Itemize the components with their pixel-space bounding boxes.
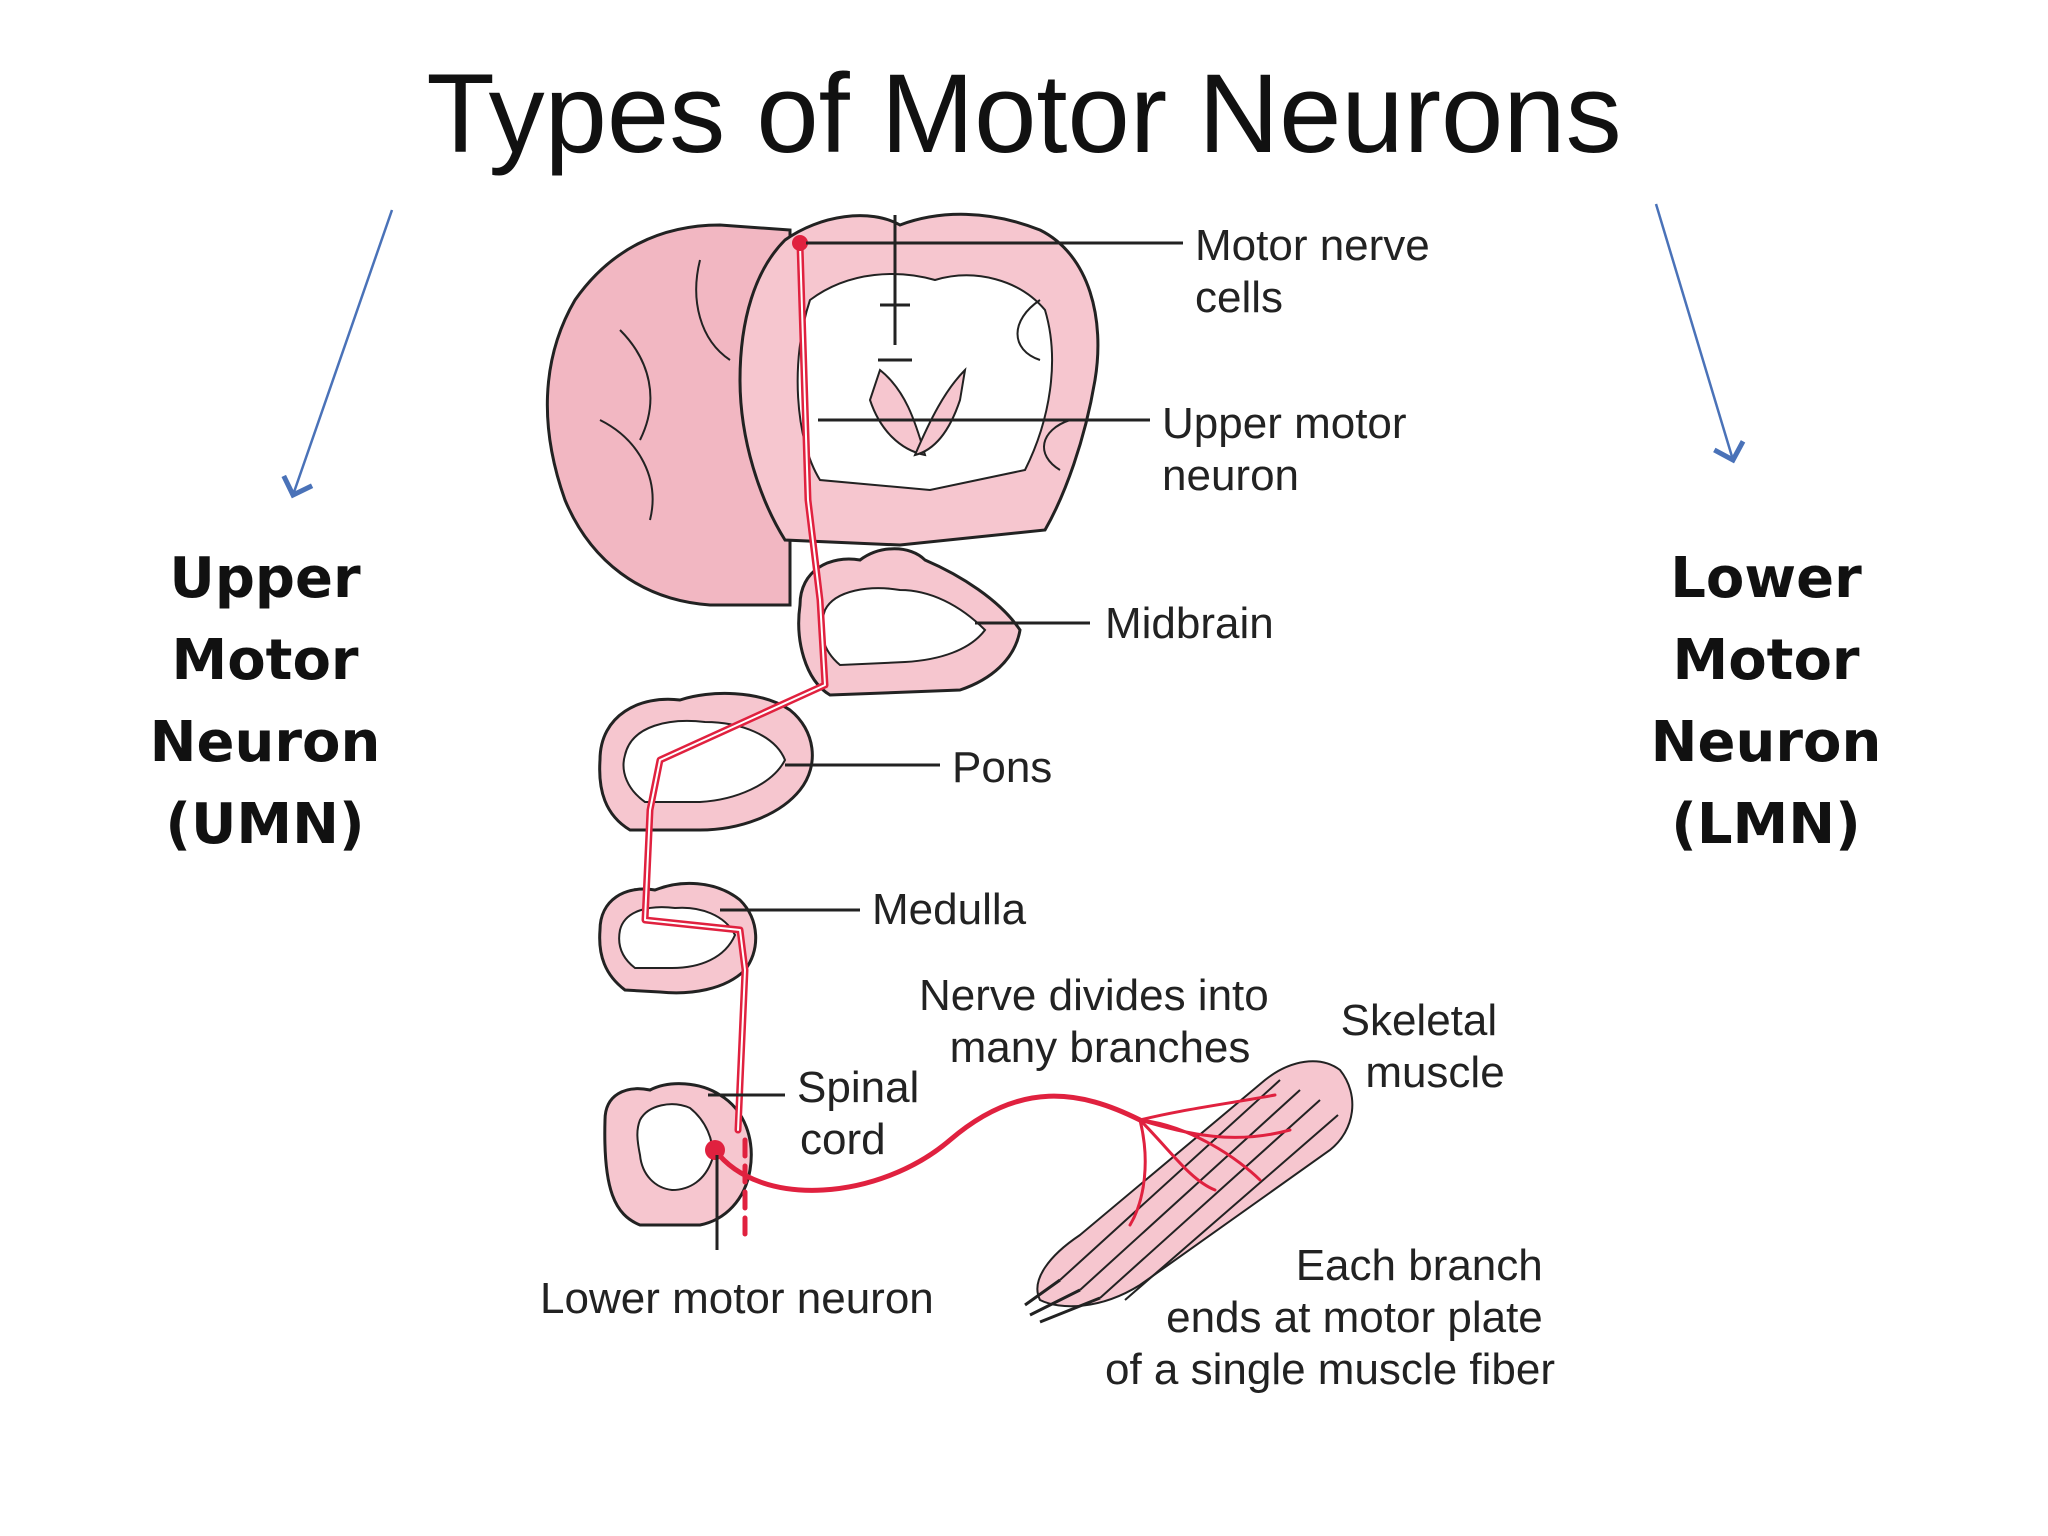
label-spinal-cord: Spinal cord <box>797 1063 932 1164</box>
label-nerve-divides: Nerve divides into many branches <box>919 971 1281 1072</box>
slide-title: Types of Motor Neurons <box>426 51 1622 176</box>
muscle-fiber-2 <box>1079 1089 1301 1291</box>
label-motor-nerve-cells-line-2: cells <box>1195 273 1283 322</box>
label-each-branch-line-1: Each branch <box>1296 1241 1543 1290</box>
label-skeletal-muscle-line-2: muscle <box>1365 1048 1504 1097</box>
label-nerve-divides-line-2: many branches <box>950 1023 1251 1072</box>
ventricle-left <box>868 368 927 457</box>
ventricle-right <box>913 367 967 457</box>
nerve-pathway <box>641 235 1292 1243</box>
lower-motor-neuron-heading: Lower Motor Neuron (LMN) <box>1606 538 1926 866</box>
sulcus-3 <box>695 259 731 361</box>
sulcus-1 <box>619 329 652 441</box>
midbrain-core <box>820 587 987 667</box>
sulcus-5 <box>1043 419 1071 471</box>
umn-line-1: Upper <box>169 546 361 611</box>
muscle-fiber-4 <box>1124 1114 1339 1301</box>
tendon-fiber-3 <box>1039 1296 1101 1324</box>
label-motor-nerve-cells-line-1: Motor nerve <box>1195 221 1430 270</box>
nerve-branch-4 <box>1128 1118 1147 1227</box>
pons-section <box>598 692 814 832</box>
lmn-line-3: Neuron <box>1650 710 1882 775</box>
label-each-branch-line-3: of a single muscle fiber <box>1105 1345 1555 1394</box>
lmn-line-2: Motor <box>1672 628 1860 693</box>
motor-nerve-cell-body <box>792 235 808 251</box>
label-medulla: Medulla <box>872 885 1027 934</box>
left-pointer-arrow <box>281 209 394 499</box>
cerebral-hemisphere <box>545 223 792 607</box>
white-matter-core <box>796 273 1054 492</box>
skeletal-muscle-illustration <box>1024 1060 1354 1324</box>
label-each-branch-line-2: ends at motor plate <box>1166 1293 1543 1342</box>
medulla-section <box>598 881 758 995</box>
label-upper-motor-neuron-line-1: Upper motor <box>1162 399 1407 448</box>
label-upper-motor-neuron: Upper motor neuron <box>1162 399 1419 500</box>
label-lower-motor-neuron: Lower motor neuron <box>540 1274 934 1323</box>
lmn-line-1: Lower <box>1670 546 1862 611</box>
nerve-branch-1 <box>1138 1093 1277 1122</box>
tendon-fiber-2 <box>1029 1288 1081 1317</box>
nerve-branch-3 <box>1138 1118 1217 1192</box>
nerve-branch-2 <box>1138 1118 1292 1139</box>
label-motor-nerve-cells: Motor nerve cells <box>1195 221 1442 322</box>
lmn-line-4: (LMN) <box>1671 792 1861 857</box>
muscle-fiber-1 <box>1059 1079 1281 1281</box>
spinal-cord-section <box>603 1082 753 1227</box>
nerve-branch-5 <box>1138 1118 1262 1182</box>
label-pons: Pons <box>952 743 1052 792</box>
upper-motor-neuron-heading: Upper Motor Neuron (UMN) <box>105 538 425 866</box>
label-skeletal-muscle: Skeletal muscle <box>1341 996 1510 1097</box>
label-nerve-divides-line-1: Nerve divides into <box>919 971 1269 1020</box>
label-upper-motor-neuron-line-2: neuron <box>1162 451 1299 500</box>
sulcus-4 <box>1016 299 1041 361</box>
lower-motor-neuron-axon <box>712 1093 1143 1193</box>
leader-lines <box>708 241 1183 1250</box>
muscle-bundle <box>1036 1060 1354 1308</box>
umn-line-4: (UMN) <box>165 792 365 857</box>
tendon-fiber-1 <box>1024 1278 1061 1307</box>
label-midbrain: Midbrain <box>1105 599 1274 648</box>
umn-line-3: Neuron <box>149 710 381 775</box>
upper-motor-neuron-axon-inner <box>644 244 826 1131</box>
pons-core <box>622 719 787 803</box>
brain-illustration <box>545 212 1100 607</box>
label-skeletal-muscle-line-1: Skeletal <box>1341 996 1498 1045</box>
sulcus-2 <box>599 419 654 521</box>
label-each-branch: Each branch ends at motor plate of a sin… <box>1105 1241 1555 1394</box>
umn-line-2: Motor <box>171 628 359 693</box>
label-spinal-cord-line-2: cord <box>800 1115 886 1164</box>
right-pointer-arrow <box>1654 203 1746 464</box>
spinal-cord-grey-matter <box>636 1103 714 1192</box>
label-spinal-cord-line-1: Spinal <box>797 1063 919 1112</box>
